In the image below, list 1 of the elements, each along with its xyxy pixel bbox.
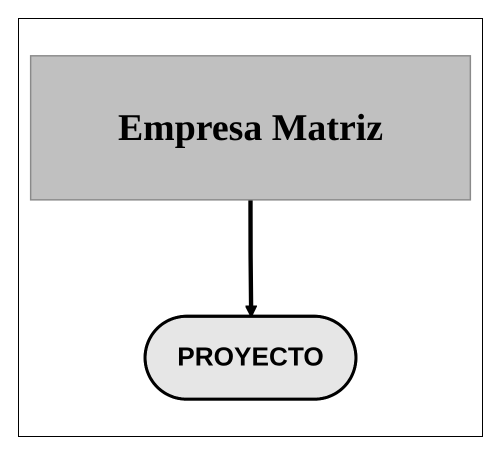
node-box: Empresa Matriz — [30, 55, 472, 201]
